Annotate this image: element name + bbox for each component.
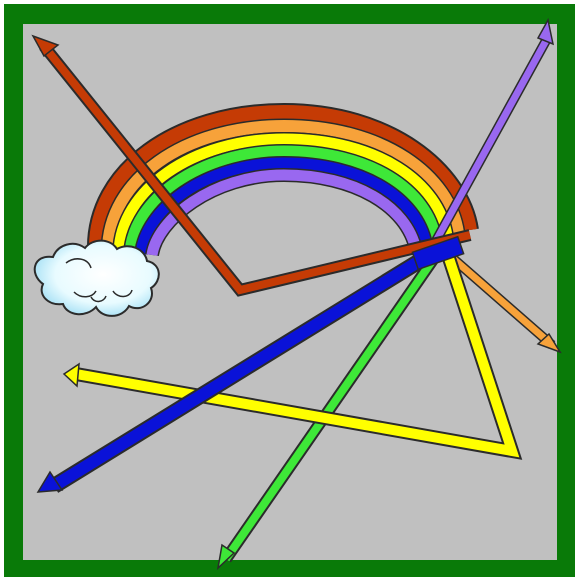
rainbow-drawing	[0, 0, 579, 581]
rainbow-illustration	[0, 0, 579, 581]
